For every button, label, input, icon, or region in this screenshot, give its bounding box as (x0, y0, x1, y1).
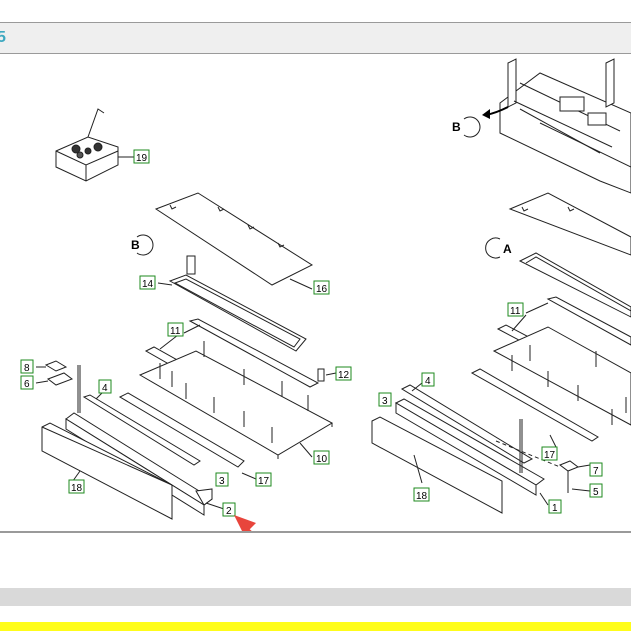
status-band (0, 588, 631, 606)
view-mark-b-left: B (131, 238, 140, 252)
parts-diagram: B B A 19 14 16 11 12 8 6 4 10 17 (0, 53, 631, 565)
callout-8: 8 (24, 363, 30, 374)
studs-left (159, 341, 337, 443)
callout-18-left: 18 (71, 483, 83, 494)
header-number: 5 (0, 29, 6, 46)
callout-6: 6 (24, 379, 30, 390)
callout-5: 5 (593, 487, 599, 498)
machine-assembly (499, 58, 631, 194)
callout-17-right: 17 (544, 450, 556, 461)
callout-11-right: 11 (510, 306, 521, 317)
callout-11-left: 11 (170, 326, 181, 337)
bracket-left (35, 360, 74, 386)
pointer-arrow (234, 515, 288, 565)
view-mark-a: A (503, 242, 512, 256)
callout-10: 10 (316, 454, 328, 465)
highlight-band (0, 622, 631, 631)
top-plate-left (154, 192, 314, 290)
view-mark-b-right: B (452, 120, 461, 134)
toolbar: 5 (0, 22, 631, 54)
callout-1: 1 (552, 503, 558, 514)
callout-18-right: 18 (416, 491, 428, 502)
callout-3-left: 3 (219, 476, 225, 487)
callout-3-right: 3 (382, 396, 388, 407)
callout-7: 7 (593, 466, 599, 477)
callout-12: 12 (338, 370, 350, 381)
callout-2: 2 (226, 506, 232, 517)
rails-left (82, 390, 245, 468)
gasket (157, 255, 307, 352)
callout-14: 14 (142, 279, 154, 290)
separator (0, 531, 631, 533)
callout-19: 19 (136, 153, 148, 164)
base-plate-left (138, 350, 334, 459)
callout-4-right: 4 (425, 376, 431, 387)
callout-4-left: 4 (102, 383, 108, 394)
hardware-box (55, 108, 134, 182)
cover-plate-left (41, 422, 173, 520)
top-plate-right (508, 192, 631, 256)
callout-17-left: 17 (258, 476, 270, 487)
callout-16: 16 (316, 284, 328, 295)
